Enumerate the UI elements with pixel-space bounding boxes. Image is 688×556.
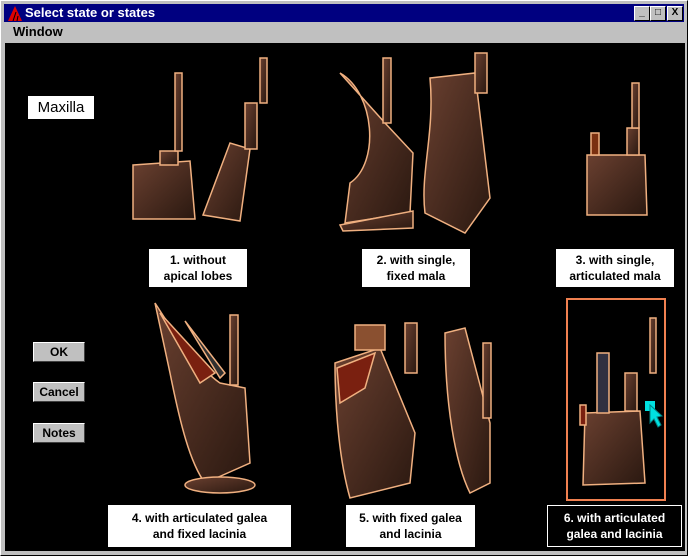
state-label-text: articulated mala (569, 269, 661, 283)
state-label-text: apical lobes (163, 269, 233, 283)
state-label-6[interactable]: 6. with articulated galea and lacinia (547, 505, 682, 547)
title-bar: Select state or states _ □ X (4, 4, 684, 22)
menu-bar: Window (4, 22, 684, 41)
state-label-text: 3. with single, (575, 253, 655, 267)
state-label-text: galea and lacinia (566, 527, 663, 541)
state-label-text: 1. without (170, 253, 226, 267)
minimize-button[interactable]: _ (634, 6, 650, 21)
state-label-text: fixed mala (386, 269, 446, 283)
state-label-1[interactable]: 1. without apical lobes (149, 249, 247, 287)
maxilla-figure-2[interactable] (338, 52, 491, 234)
character-heading: Maxilla (28, 96, 94, 119)
state-label-4[interactable]: 4. with articulated galea and fixed lacin… (108, 505, 291, 547)
state-label-text: 4. with articulated galea (131, 511, 268, 525)
state-label-text: 2. with single, (376, 253, 456, 267)
state-label-text: and lacinia (379, 527, 442, 541)
state-label-5[interactable]: 5. with fixed galea and lacinia (346, 505, 475, 547)
selection-highlight (566, 298, 666, 501)
maxilla-figure-5[interactable] (334, 322, 492, 499)
state-label-text: 5. with fixed galea (359, 511, 462, 525)
close-button[interactable]: X (667, 6, 683, 21)
state-label-2[interactable]: 2. with single, fixed mala (362, 249, 470, 287)
state-label-3[interactable]: 3. with single, articulated mala (556, 249, 674, 287)
maxilla-illustrations (132, 52, 664, 499)
state-label-text: 6. with articulated (563, 511, 666, 525)
mouse-cursor-icon (645, 401, 664, 428)
notes-button[interactable]: Notes (33, 423, 85, 443)
maxilla-figure-4[interactable] (154, 302, 256, 494)
app-icon (8, 6, 22, 21)
maxilla-figure-3[interactable] (586, 82, 648, 216)
state-canvas: Maxilla 1. without apical lobes 2. with s… (5, 43, 685, 551)
ok-button[interactable]: OK (33, 342, 85, 362)
cancel-button[interactable]: Cancel (33, 382, 85, 402)
maxilla-figure-1[interactable] (132, 57, 268, 222)
window-title: Select state or states (25, 5, 156, 20)
menu-window[interactable]: Window (13, 24, 63, 39)
maxilla-figure-6[interactable] (579, 317, 657, 486)
state-label-text: and fixed lacinia (152, 527, 247, 541)
maximize-button[interactable]: □ (650, 6, 666, 21)
